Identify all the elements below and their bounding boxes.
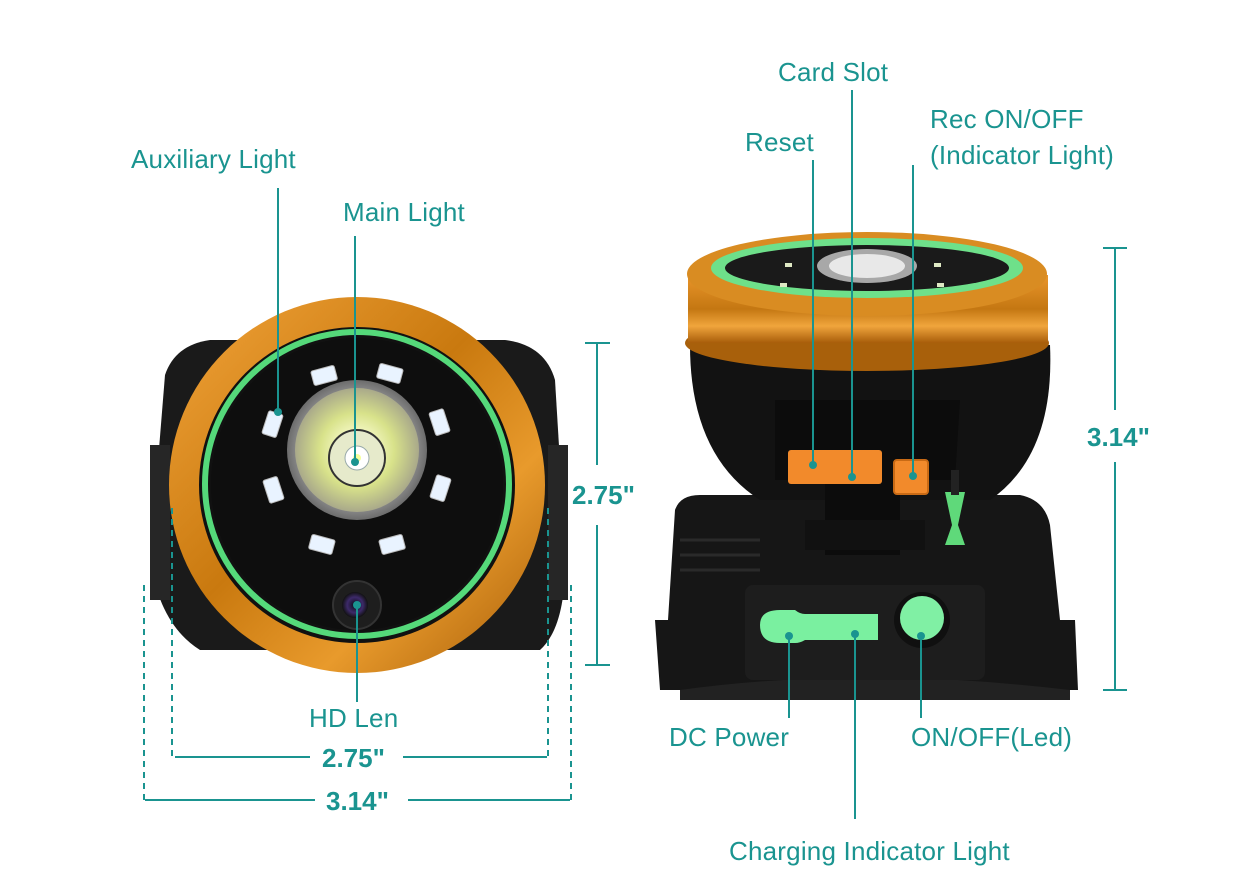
side-height-dimension: 3.14" [1087,422,1150,452]
charging-indicator-light-label: Charging Indicator Light [729,836,1010,866]
main-light-label: Main Light [343,197,465,227]
on-off-led-label: ON/OFF(Led) [911,722,1073,752]
front-outer-width-dimension: 3.14" [326,786,389,816]
front-height-dimension: 2.75" [572,480,635,510]
reset-label: Reset [745,127,814,157]
hd-len-label: HD Len [309,703,399,733]
card-slot-label: Card Slot [778,57,889,87]
rec-indicator-light-label: (Indicator Light) [930,140,1115,170]
auxiliary-light-label: Auxiliary Light [131,144,296,174]
front-inner-width-dimension: 2.75" [322,743,385,773]
dc-power-label: DC Power [669,722,790,752]
rec-on-off-label: Rec ON/OFF [930,104,1084,134]
